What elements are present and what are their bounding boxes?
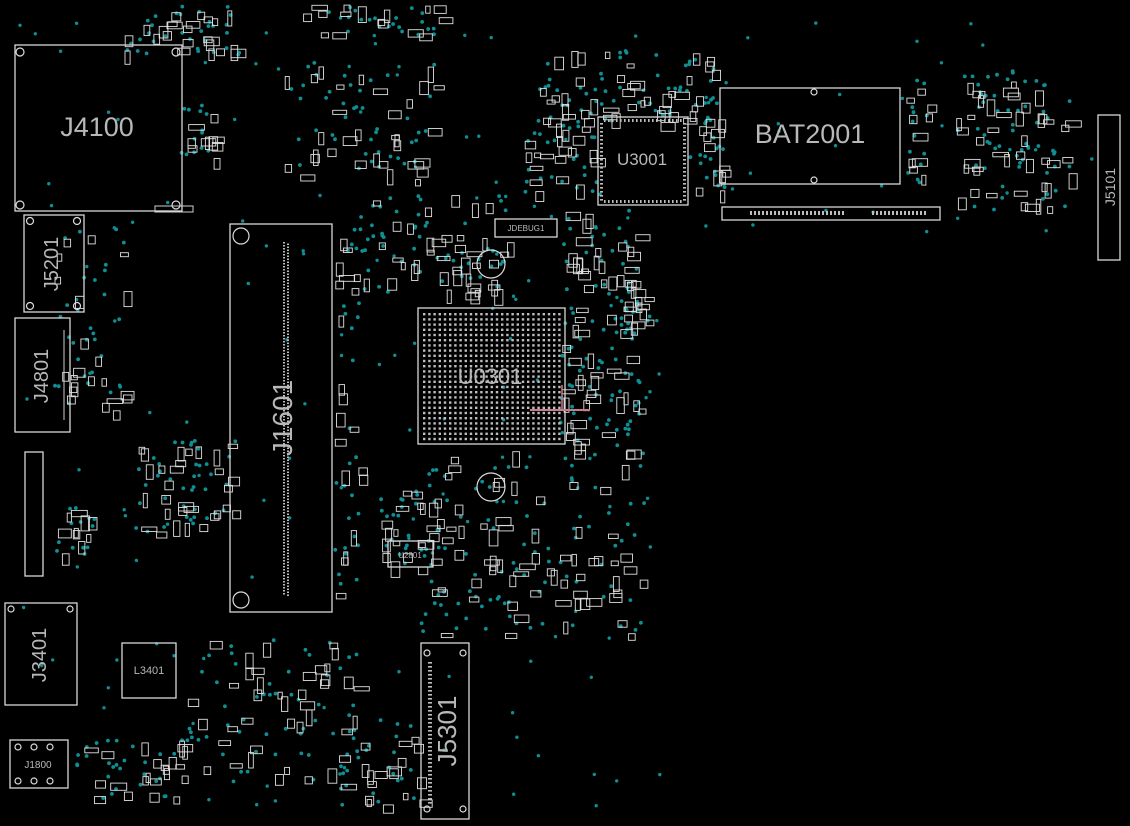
battery-strip-pins: [750, 211, 926, 215]
mounting-hole-top: [476, 249, 506, 279]
label-j5101: J5101: [1102, 168, 1118, 206]
small-component-layer: [54, 4, 1082, 814]
connector-j5301[interactable]: J5301: [420, 642, 470, 820]
mounting-hole-bottom: [476, 472, 506, 502]
chip-u0301[interactable]: U0301: [417, 307, 566, 445]
connector-j5201[interactable]: J5201: [23, 214, 85, 313]
u3001-pins: [600, 119, 686, 203]
battery-bat2001[interactable]: BAT2001: [719, 87, 901, 185]
j5301-pin-row: [428, 662, 432, 804]
connector-j3401[interactable]: J3401: [4, 602, 78, 706]
battery-connector-strip[interactable]: [721, 206, 941, 221]
label-u2801: U2801: [398, 551, 422, 560]
chip-u2801[interactable]: U2801: [387, 540, 434, 568]
label-u0301: U0301: [458, 364, 523, 389]
connector-j4100[interactable]: J4100: [14, 44, 194, 213]
connector-j4801[interactable]: J4801: [14, 317, 71, 433]
j1601-pin-row: [283, 242, 289, 596]
connector-jdebug1[interactable]: JDEBUG1: [494, 218, 558, 238]
label-jdebug1: JDEBUG1: [508, 224, 545, 233]
connector-j1800[interactable]: J1800: [9, 739, 69, 789]
chip-u3001[interactable]: U3001: [597, 116, 689, 206]
label-j3401: J3401: [29, 628, 51, 683]
via-layer: [18, 4, 1094, 808]
label-j5201: J5201: [41, 237, 63, 292]
label-j1601: J1601: [267, 380, 298, 456]
label-j1800: J1800: [24, 760, 52, 771]
label-l3401: L3401: [134, 665, 165, 677]
connector-left-fpc[interactable]: [24, 451, 44, 577]
connector-j1601[interactable]: J1601: [229, 223, 333, 613]
label-j5301: J5301: [432, 696, 462, 767]
label-u3001: U3001: [617, 150, 667, 169]
label-bat2001: BAT2001: [755, 119, 866, 149]
inductor-l3401[interactable]: L3401: [121, 642, 177, 699]
u0301-bga-grid: [423, 313, 561, 441]
label-j4100: J4100: [60, 112, 134, 142]
connector-j5101[interactable]: J5101: [1097, 114, 1121, 261]
label-j4801: J4801: [31, 349, 53, 404]
